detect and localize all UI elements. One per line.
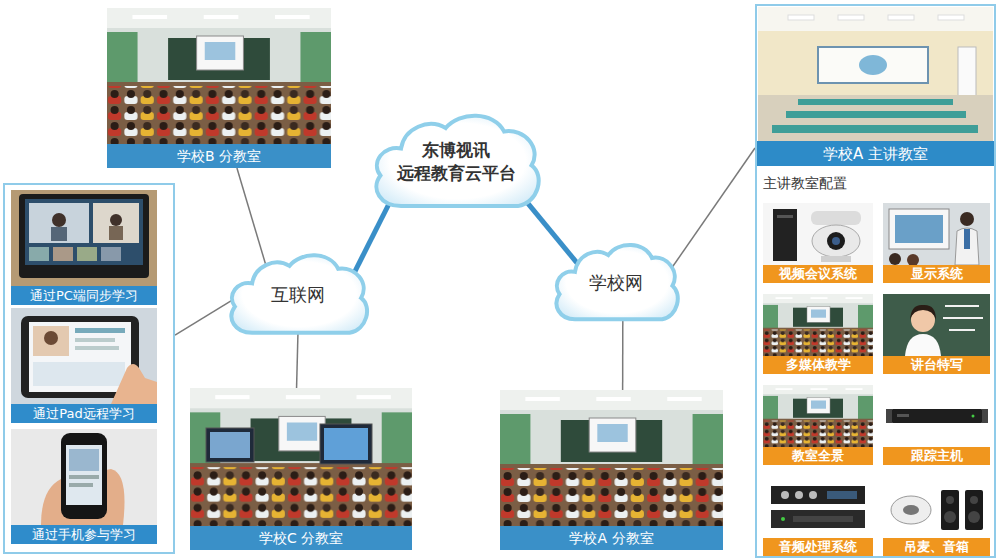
network-link bbox=[668, 148, 755, 274]
equipment-tile: 讲台特写 bbox=[883, 294, 990, 374]
node-label: 通过Pad远程学习 bbox=[33, 406, 134, 422]
node-label: 学校B 分教室 bbox=[177, 148, 261, 165]
node-label: 音频处理系统 bbox=[779, 539, 857, 555]
node-label: 视频会议系统 bbox=[779, 266, 857, 282]
remote-device-panel: 通过PC端同步学习通过Pad远程学习通过手机参与学习 bbox=[3, 183, 175, 554]
equipment-tile: 吊麦、音箱 bbox=[883, 476, 990, 556]
tablet-picture bbox=[11, 308, 157, 404]
classroom-box: 学校B 分教室 bbox=[107, 8, 331, 168]
equipment-tile: 音频处理系统 bbox=[763, 476, 873, 556]
node-label: 学校A 主讲教室 bbox=[823, 145, 928, 163]
equipment-tile: 教室全景 bbox=[763, 385, 873, 465]
label-area: 互联网 bbox=[222, 247, 374, 343]
label-band: 多媒体教学 bbox=[763, 356, 873, 374]
node-label: 主讲教室配置 bbox=[763, 175, 847, 192]
node-label: 学校A 分教室 bbox=[569, 530, 653, 547]
device-tile: 通过PC端同步学习 bbox=[11, 190, 157, 305]
cloud-shape bbox=[365, 106, 547, 218]
tracking-host-picture bbox=[883, 385, 990, 447]
node-label: 互联网 bbox=[271, 283, 325, 307]
node-label: 东博视讯 远程教育云平台 bbox=[391, 139, 521, 185]
label-band: 跟踪主机 bbox=[883, 447, 990, 465]
podium-picture bbox=[883, 294, 990, 356]
network-cloud: 互联网 bbox=[222, 247, 374, 343]
node-label: 吊麦、音箱 bbox=[904, 539, 969, 555]
network-link bbox=[237, 168, 268, 271]
device-tile: 通过手机参与学习 bbox=[11, 429, 157, 544]
network-link bbox=[522, 196, 581, 268]
classroom-photo bbox=[190, 388, 412, 526]
equipment-tile: 显示系统 bbox=[883, 203, 990, 283]
network-link bbox=[297, 331, 298, 388]
network-link bbox=[622, 318, 624, 390]
network-cloud: 学校网 bbox=[548, 237, 684, 329]
cloud-outline bbox=[557, 245, 678, 319]
panorama-picture bbox=[763, 385, 873, 447]
main-classroom-panel: 学校A 主讲教室主讲教室配置视频会议系统 显示系统多媒体教学 讲台特写教室全景 跟踪主… bbox=[755, 4, 996, 558]
mic-speaker-picture bbox=[883, 476, 990, 538]
cloud-outline bbox=[232, 255, 368, 332]
equipment-tile: 视频会议系统 bbox=[763, 203, 873, 283]
network-link bbox=[175, 300, 233, 335]
classroom-box: 学校A 分教室 bbox=[500, 390, 723, 550]
equipment-tile: 跟踪主机 bbox=[883, 385, 990, 465]
multimedia-picture bbox=[763, 294, 873, 356]
label-band: 学校A 主讲教室 bbox=[757, 141, 994, 166]
label-band: 通过手机参与学习 bbox=[11, 525, 157, 544]
label-area: 主讲教室配置 bbox=[763, 172, 963, 194]
classroom-photo bbox=[107, 8, 331, 144]
equipment-tile: 多媒体教学 bbox=[763, 294, 873, 374]
classroom-box: 学校C 分教室 bbox=[190, 388, 412, 550]
label-band: 讲台特写 bbox=[883, 356, 990, 374]
label-area: 学校网 bbox=[548, 237, 684, 329]
label-band: 学校B 分教室 bbox=[107, 144, 331, 168]
label-band: 学校A 分教室 bbox=[500, 526, 723, 550]
cloud-outline bbox=[376, 116, 538, 206]
device-tile: 通过Pad远程学习 bbox=[11, 308, 157, 423]
label-band: 吊麦、音箱 bbox=[883, 538, 990, 556]
label-band: 通过Pad远程学习 bbox=[11, 404, 157, 423]
audio-processor-picture bbox=[763, 476, 873, 538]
label-band: 教室全景 bbox=[763, 447, 873, 465]
network-cloud: 东博视讯 远程教育云平台 bbox=[365, 106, 547, 218]
node-label: 通过PC端同步学习 bbox=[30, 288, 138, 304]
display-picture bbox=[883, 203, 990, 266]
label-band: 学校C 分教室 bbox=[190, 526, 412, 550]
label-band: 视频会议系统 bbox=[763, 265, 873, 283]
label-area: 东博视讯 远程教育云平台 bbox=[365, 106, 547, 218]
label-band: 音频处理系统 bbox=[763, 538, 873, 556]
node-label: 讲台特写 bbox=[911, 357, 963, 373]
node-label: 通过手机参与学习 bbox=[32, 527, 136, 543]
phone-picture bbox=[11, 429, 157, 525]
node-label: 多媒体教学 bbox=[786, 357, 851, 373]
pc-picture bbox=[11, 190, 157, 286]
node-label: 教室全景 bbox=[792, 448, 844, 464]
node-label: 显示系统 bbox=[911, 266, 963, 282]
classroom-photo bbox=[758, 7, 993, 141]
node-label: 学校C 分教室 bbox=[259, 530, 343, 547]
label-band: 通过PC端同步学习 bbox=[11, 286, 157, 305]
node-label: 学校网 bbox=[589, 271, 643, 295]
node-label: 跟踪主机 bbox=[911, 448, 963, 464]
label-band: 显示系统 bbox=[883, 265, 990, 283]
classroom-photo bbox=[500, 390, 723, 526]
video-conference-picture bbox=[763, 203, 873, 265]
